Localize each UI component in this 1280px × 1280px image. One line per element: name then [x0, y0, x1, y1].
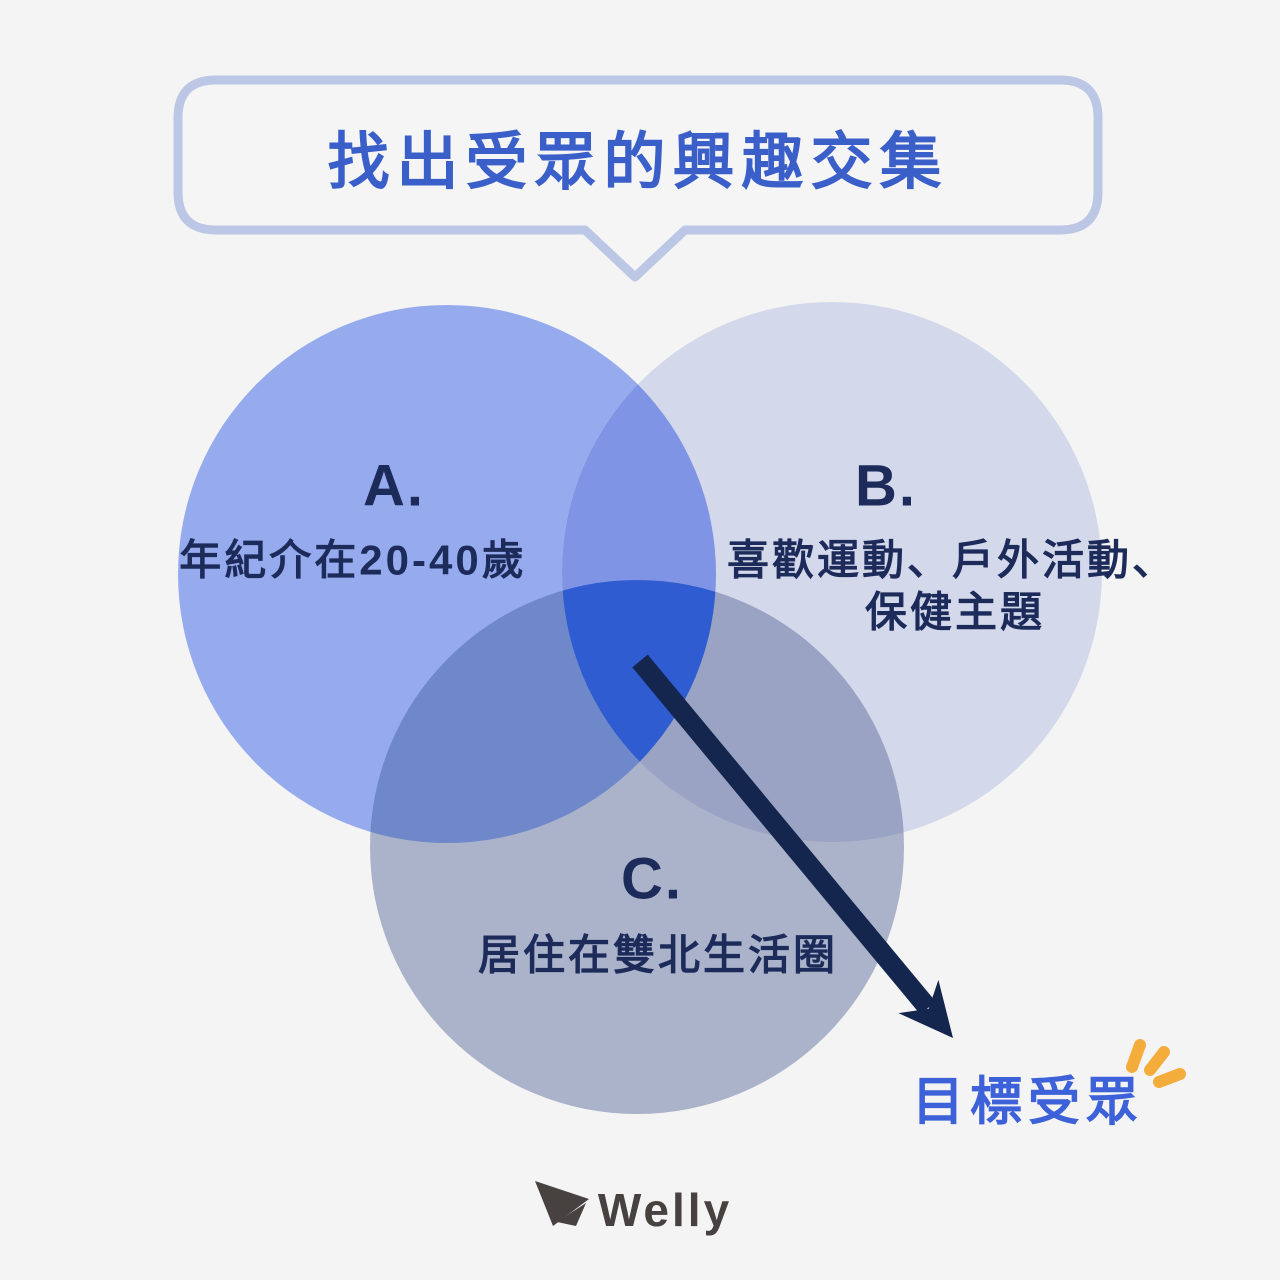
circle-b-label: B. — [855, 453, 917, 519]
target-arrow-shaft — [632, 654, 936, 1015]
sparkle-icon — [1126, 1039, 1186, 1088]
title-bubble — [173, 75, 1103, 282]
overlap-bc — [562, 580, 904, 842]
circle-a-label: A. — [363, 453, 425, 519]
circle-c-label: C. — [621, 846, 683, 912]
circle-b-description-line1: 喜歡運動、戶外活動、 — [726, 536, 1178, 584]
circle-a-description: 年紀介在20-40歲 — [179, 536, 527, 584]
circle-b-description-line2: 保健主題 — [864, 588, 1046, 636]
target-audience-label: 目標受眾 — [911, 1073, 1145, 1132]
target-arrow-head — [898, 979, 953, 1038]
circle-c-description: 居住在雙北生活圈 — [477, 931, 839, 979]
welly-logo-text: Welly — [597, 1184, 733, 1236]
welly-logo-icon — [535, 1181, 589, 1226]
page-title: 找出受眾的興趣交集 — [327, 128, 949, 197]
overlap-ac — [370, 580, 716, 843]
